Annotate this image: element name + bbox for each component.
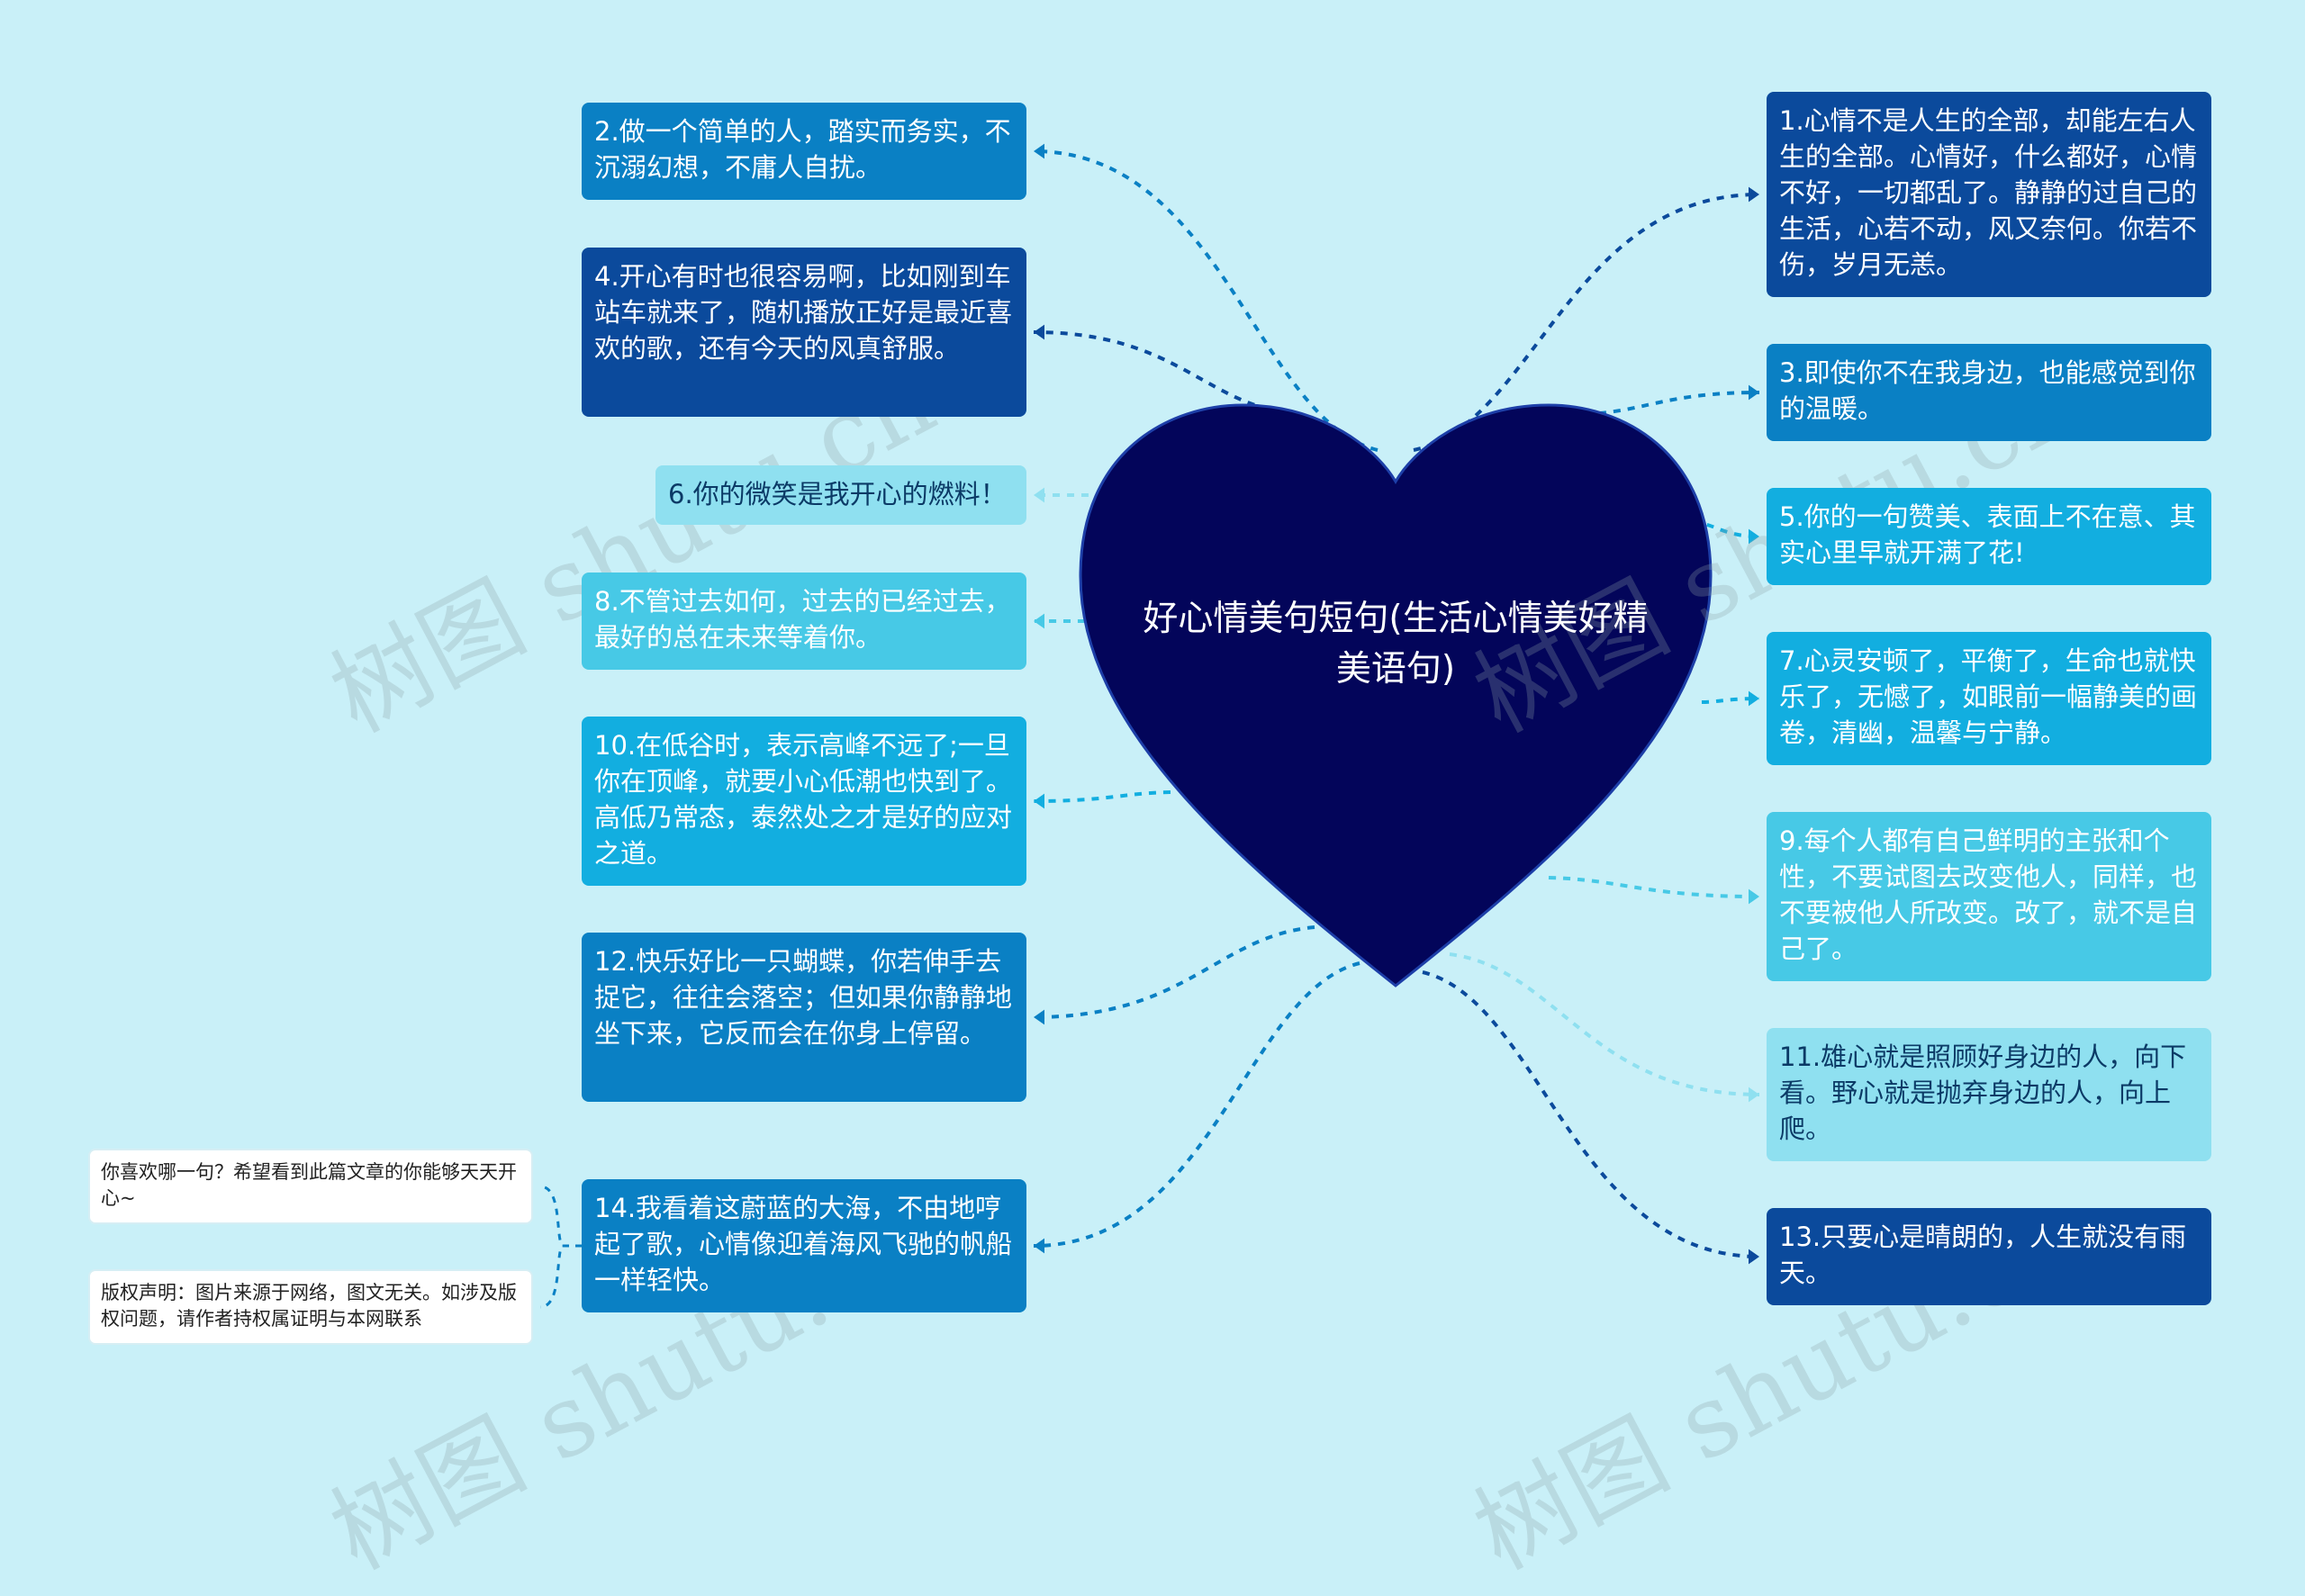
heart-shape[interactable] (1079, 403, 1713, 987)
connector-n9 (1548, 876, 1760, 898)
connector-n6-arrowhead (1034, 487, 1044, 503)
connector-n13-arrowhead (1749, 1249, 1759, 1265)
connector-n11-arrowhead (1749, 1087, 1759, 1103)
connector-layer (539, 143, 1760, 1309)
topic-node-9[interactable]: 9.每个人都有自己鲜明的主张和个性，不要试图去改变他人，同样，也不要被他人所改变… (1767, 812, 2211, 981)
connector-n4 (1033, 330, 1297, 416)
connector-n13 (1422, 970, 1760, 1258)
connector-n1 (1413, 193, 1760, 452)
topic-node-3[interactable]: 3.即使你不在我身边，也能感觉到你的温暖。 (1767, 344, 2211, 441)
topic-node-1[interactable]: 1.心情不是人生的全部，却能左右人生的全部。心情好，什么都好，心情不好，一切都乱… (1767, 92, 2211, 297)
note-comment[interactable]: 你喜欢哪一句？希望看到此篇文章的你能够天天开心~ (88, 1149, 533, 1224)
connector-n10-arrowhead (1034, 793, 1044, 809)
connector-n2-arrowhead (1034, 143, 1044, 159)
connector-n3 (1584, 391, 1760, 416)
connector-n5-arrowhead (1749, 528, 1759, 545)
connector-n1-arrowhead (1749, 186, 1759, 203)
connector-n7-arrowhead (1749, 690, 1759, 707)
topic-node-8[interactable]: 8.不管过去如何，过去的已经过去，最好的总在未来等着你。 (582, 573, 1026, 670)
connector-n3-arrowhead (1749, 384, 1759, 401)
connector-n8-arrowhead (1034, 613, 1044, 629)
connector-n2 (1033, 149, 1378, 452)
topic-node-5[interactable]: 5.你的一句赞美、表面上不在意、其实心里早就开满了花! (1767, 488, 2211, 585)
central-topic-title[interactable]: 好心情美句短句(生活心情美好精美语句) (1143, 599, 1649, 690)
note-copyright[interactable]: 版权声明：图片来源于网络，图文无关。如涉及版权问题，请作者持权属证明与本网联系 (88, 1269, 533, 1345)
topic-node-6[interactable]: 6.你的微笑是我开心的燃料！ (655, 465, 1026, 525)
topic-node-7[interactable]: 7.心灵安顿了，平衡了，生命也就快乐了，无憾了，如眼前一幅静美的画卷，清幽，温馨… (1767, 632, 2211, 765)
connector-n10 (1033, 790, 1171, 803)
connector-note1 (539, 1244, 582, 1309)
connector-n12 (1033, 925, 1315, 1019)
topic-node-12[interactable]: 12.快乐好比一只蝴蝶，你若伸手去捉它，往往会落空；但如果你静静地坐下来，它反而… (582, 933, 1026, 1102)
topic-node-14[interactable]: 14.我看着这蔚蓝的大海，不由地哼起了歌，心情像迎着海风飞驰的帆船一样轻快。 (582, 1179, 1026, 1312)
topic-node-4[interactable]: 4.开心有时也很容易啊，比如刚到车站车就来了，随机播放正好是最近喜欢的歌，还有今… (582, 248, 1026, 417)
mind-map-canvas: 树图 shutu.cn 树图 shutu.cn 树图 shutu.cn 树图 s… (88, 92, 2211, 1591)
connector-n14 (1033, 961, 1360, 1248)
connector-n4-arrowhead (1034, 324, 1044, 340)
topic-node-13[interactable]: 13.只要心是晴朗的，人生就没有雨天。 (1767, 1208, 2211, 1305)
connector-n9-arrowhead (1749, 888, 1759, 905)
topic-node-11[interactable]: 11.雄心就是照顾好身边的人，向下看。野心就是抛弃身边的人，向上爬。 (1767, 1028, 2211, 1161)
topic-node-2[interactable]: 2.做一个简单的人，踏实而务实，不沉溺幻想，不庸人自扰。 (582, 103, 1026, 200)
connector-n12-arrowhead (1034, 1009, 1044, 1025)
connector-n14-arrowhead (1034, 1238, 1044, 1254)
connector-note0 (539, 1185, 582, 1248)
topic-node-10[interactable]: 10.在低谷时，表示高峰不远了;一旦你在顶峰，就要小心低潮也快到了。高低乃常态，… (582, 717, 1026, 886)
